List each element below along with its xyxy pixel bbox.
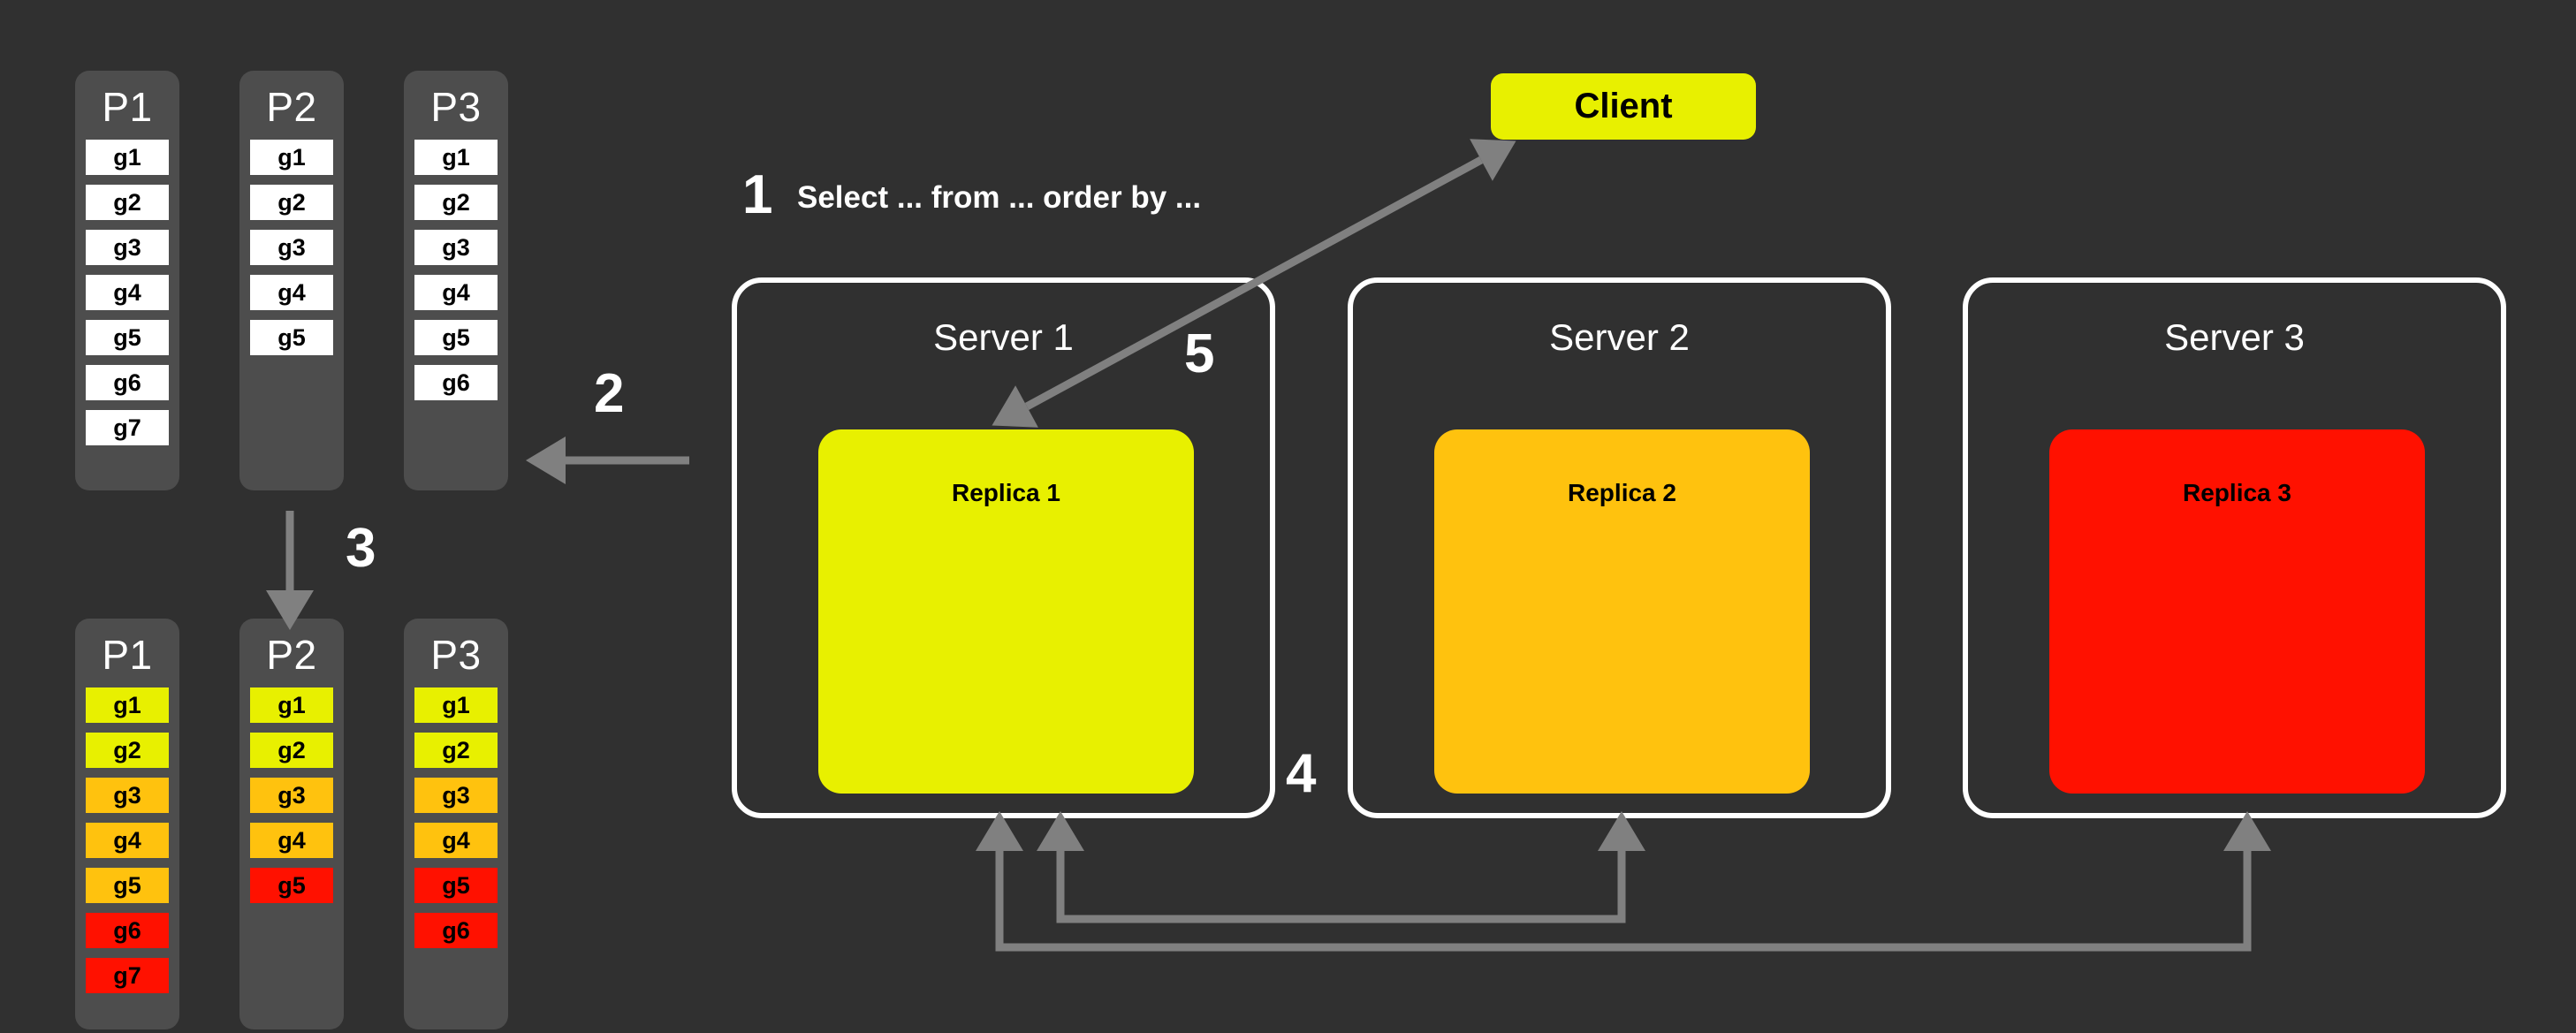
partition-bottom-p3: P3 g1 g2 g3 g4 g5 g6 bbox=[404, 619, 508, 1029]
partition-title: P3 bbox=[430, 84, 482, 130]
partition-cell: g4 bbox=[250, 275, 333, 310]
partition-cell: g1 bbox=[414, 140, 498, 175]
partition-cell: g5 bbox=[414, 868, 498, 903]
replica-3-label: Replica 3 bbox=[2183, 479, 2291, 506]
partition-cell: g1 bbox=[86, 140, 169, 175]
partition-cell: g5 bbox=[414, 320, 498, 355]
partition-cell-list: g1 g2 g3 g4 g5 g6 g7 bbox=[86, 140, 169, 455]
partition-cell: g5 bbox=[250, 320, 333, 355]
partition-cell: g3 bbox=[86, 230, 169, 265]
partition-cell-list: g1 g2 g3 g4 g5 g6 bbox=[414, 687, 498, 958]
partition-cell: g1 bbox=[250, 687, 333, 723]
partition-cell: g5 bbox=[250, 868, 333, 903]
replica-2-box[interactable]: Replica 2 bbox=[1434, 429, 1810, 794]
partition-cell: g5 bbox=[86, 320, 169, 355]
partition-top-p3: P3 g1 g2 g3 g4 g5 g6 bbox=[404, 71, 508, 490]
server-2-title: Server 2 bbox=[1549, 316, 1690, 358]
step-3-number: 3 bbox=[346, 518, 376, 579]
partition-cell: g6 bbox=[86, 913, 169, 948]
partition-cell: g6 bbox=[86, 365, 169, 400]
partition-cell: g4 bbox=[86, 823, 169, 858]
replica-3-box[interactable]: Replica 3 bbox=[2049, 429, 2425, 794]
partition-top-p2: P2 g1 g2 g3 g4 g5 bbox=[239, 71, 344, 490]
partition-title: P1 bbox=[102, 84, 153, 130]
partition-cell: g4 bbox=[414, 275, 498, 310]
partition-cell: g7 bbox=[86, 410, 169, 445]
partition-cell: g1 bbox=[86, 687, 169, 723]
partition-cell: g3 bbox=[250, 230, 333, 265]
partition-title: P3 bbox=[430, 632, 482, 678]
partition-cell: g3 bbox=[414, 230, 498, 265]
step-4-arrow-server3 bbox=[976, 811, 2271, 952]
partition-cell: g3 bbox=[86, 778, 169, 813]
partition-cell: g6 bbox=[414, 913, 498, 948]
server-3-box[interactable]: Server 3 Replica 3 bbox=[1963, 277, 2506, 818]
client-label: Client bbox=[1574, 87, 1673, 125]
replica-1-box[interactable]: Replica 1 bbox=[818, 429, 1194, 794]
partition-title: P2 bbox=[266, 84, 317, 130]
partition-title: P1 bbox=[102, 632, 153, 678]
step-5-number: 5 bbox=[1184, 323, 1215, 384]
partition-cell: g1 bbox=[414, 687, 498, 723]
partition-cell: g2 bbox=[250, 185, 333, 220]
partition-cell: g4 bbox=[250, 823, 333, 858]
partition-cell: g3 bbox=[414, 778, 498, 813]
partition-cell: g2 bbox=[86, 733, 169, 768]
step-4-arrow-server2 bbox=[1037, 811, 1645, 923]
partition-cell-list: g1 g2 g3 g4 g5 bbox=[250, 687, 333, 913]
partition-cell: g2 bbox=[250, 733, 333, 768]
partition-cell: g2 bbox=[414, 733, 498, 768]
partition-bottom-p1: P1 g1 g2 g3 g4 g5 g6 g7 bbox=[75, 619, 179, 1029]
step-2-number: 2 bbox=[594, 363, 625, 424]
replica-1-label: Replica 1 bbox=[952, 479, 1060, 506]
partition-bottom-p2: P2 g1 g2 g3 g4 g5 bbox=[239, 619, 344, 1029]
client-box[interactable]: Client bbox=[1491, 73, 1756, 140]
partition-cell-list: g1 g2 g3 g4 g5 g6 bbox=[414, 140, 498, 410]
partition-cell: g7 bbox=[86, 958, 169, 993]
partition-cell: g2 bbox=[414, 185, 498, 220]
partition-cell-list: g1 g2 g3 g4 g5 g6 g7 bbox=[86, 687, 169, 1003]
partition-cell-list: g1 g2 g3 g4 g5 bbox=[250, 140, 333, 365]
step-1-number: 1 bbox=[742, 164, 773, 225]
step-1-label: Select ... from ... order by ... bbox=[797, 180, 1202, 215]
partition-top-p1: P1 g1 g2 g3 g4 g5 g6 g7 bbox=[75, 71, 179, 490]
partition-cell: g2 bbox=[86, 185, 169, 220]
partition-cell: g6 bbox=[414, 365, 498, 400]
replica-2-label: Replica 2 bbox=[1568, 479, 1676, 506]
partition-cell: g4 bbox=[414, 823, 498, 858]
partition-title: P2 bbox=[266, 632, 317, 678]
partition-cell: g4 bbox=[86, 275, 169, 310]
partition-cell: g1 bbox=[250, 140, 333, 175]
server-3-title: Server 3 bbox=[2164, 316, 2305, 358]
server-1-box[interactable]: Server 1 Replica 1 bbox=[732, 277, 1275, 818]
partition-cell: g5 bbox=[86, 868, 169, 903]
server-2-box[interactable]: Server 2 Replica 2 bbox=[1348, 277, 1891, 818]
partition-cell: g3 bbox=[250, 778, 333, 813]
step-4-number: 4 bbox=[1286, 743, 1317, 804]
